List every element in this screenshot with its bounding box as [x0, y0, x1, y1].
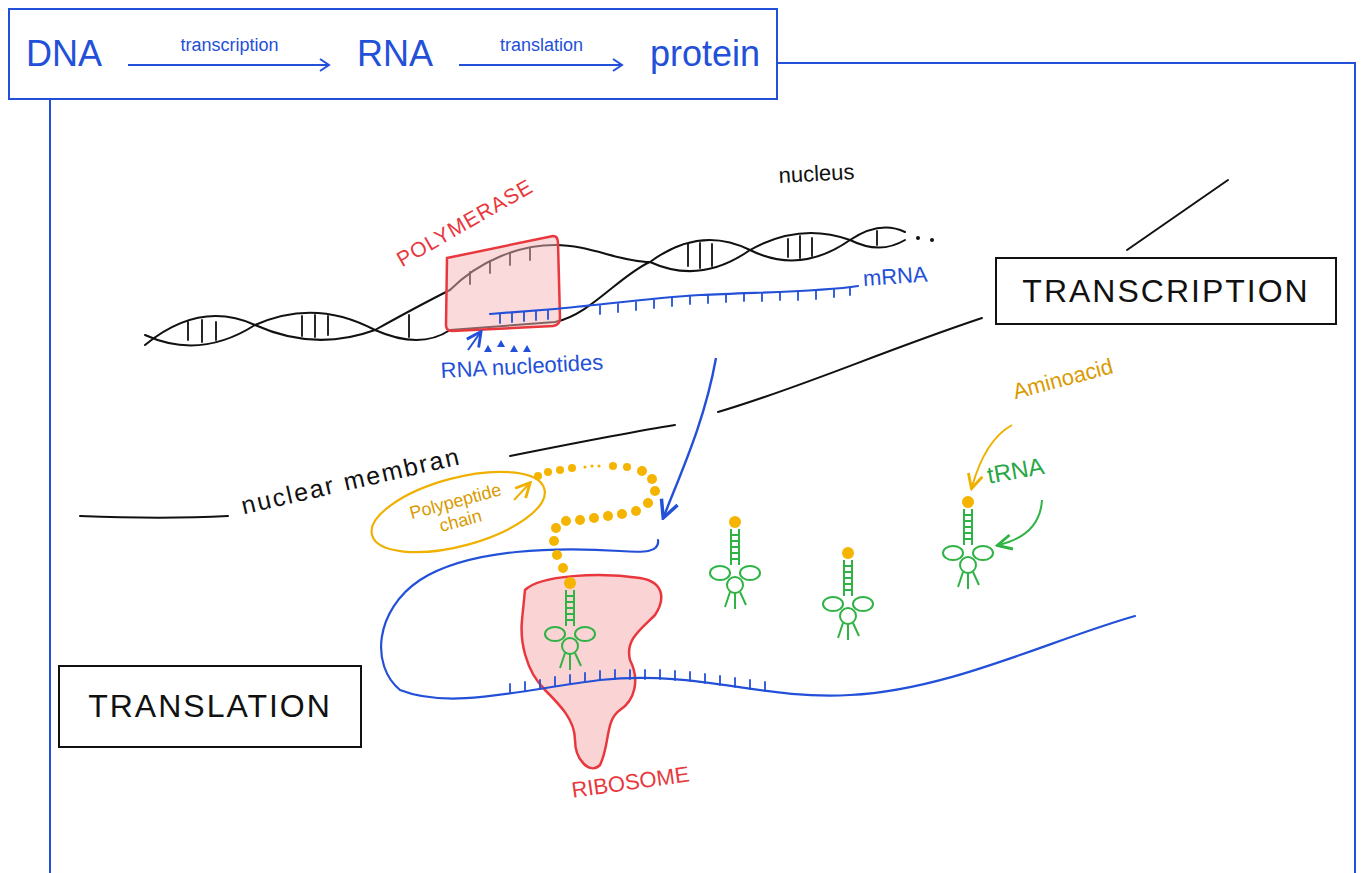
part-label: mRNA: [862, 261, 928, 292]
region-label: nucleus: [778, 159, 855, 189]
dna-helix: [145, 228, 934, 346]
dna-strand: [145, 228, 905, 346]
leader-arrow: [468, 333, 480, 350]
polypeptide-chain: [534, 462, 660, 573]
process-box: TRANSLATION: [58, 665, 362, 748]
membrane-line: [80, 516, 228, 518]
arrow-shaft: [459, 64, 622, 66]
dna-strand: [145, 233, 905, 345]
ribosome-shape: [522, 575, 662, 768]
flow-term: protein: [650, 33, 760, 74]
nuclear-membrane: [80, 318, 982, 518]
term-group: RNA: [357, 33, 433, 74]
arrow-label: translation: [500, 35, 583, 57]
part-label: tRNA: [985, 452, 1046, 490]
arrow-shaft: [128, 64, 329, 66]
part-label: RNA nucleotides: [440, 349, 604, 384]
frame-line: [50, 63, 1355, 873]
codon-marks: [510, 670, 765, 693]
leader-arrow: [999, 500, 1042, 545]
box-title: TRANSLATION: [88, 687, 332, 725]
arrow-label: transcription: [180, 35, 278, 57]
trna-symbol: [710, 516, 760, 609]
arrow-head: [320, 59, 329, 71]
nuclear-mrna: [490, 286, 858, 323]
base-pairs: [188, 231, 877, 342]
leader-arrow: [514, 484, 529, 500]
arrow-group: translation: [455, 35, 627, 73]
oval-label: Polypeptide chain: [399, 478, 517, 545]
leader-line: [1127, 180, 1228, 250]
continuation-dot: [930, 238, 934, 242]
process-box: TRANSCRIPTION: [995, 257, 1337, 325]
membrane-line: [510, 425, 675, 456]
arrow-group: transcription: [124, 35, 334, 73]
flow-term: DNA: [26, 33, 102, 74]
flow-box: DNA transcription RNA translation protein: [8, 8, 778, 100]
box-title: TRANSCRIPTION: [1022, 272, 1309, 310]
polymerase-shape: [446, 236, 560, 331]
term-group: protein: [650, 33, 760, 74]
nucleotide-symbols: [484, 340, 531, 352]
mrna-strand: [381, 540, 1135, 699]
trna-symbol: [823, 547, 873, 640]
flow-arrow: [455, 57, 627, 73]
term-group: DNA: [26, 33, 102, 74]
trna-symbol: [943, 496, 993, 589]
mrna-bases: [500, 287, 850, 323]
export-arrow: [664, 358, 716, 516]
membrane-line: [718, 318, 982, 412]
continuation-dot: [916, 236, 920, 240]
trna-symbol: [545, 577, 595, 670]
mrna-strand: [490, 286, 858, 314]
part-label: Aminoacid: [1010, 353, 1116, 405]
flow-arrow: [124, 57, 334, 73]
cytoplasm-mrna: [381, 540, 1135, 699]
arrow-head: [613, 59, 622, 71]
flow-term: RNA: [357, 33, 433, 74]
